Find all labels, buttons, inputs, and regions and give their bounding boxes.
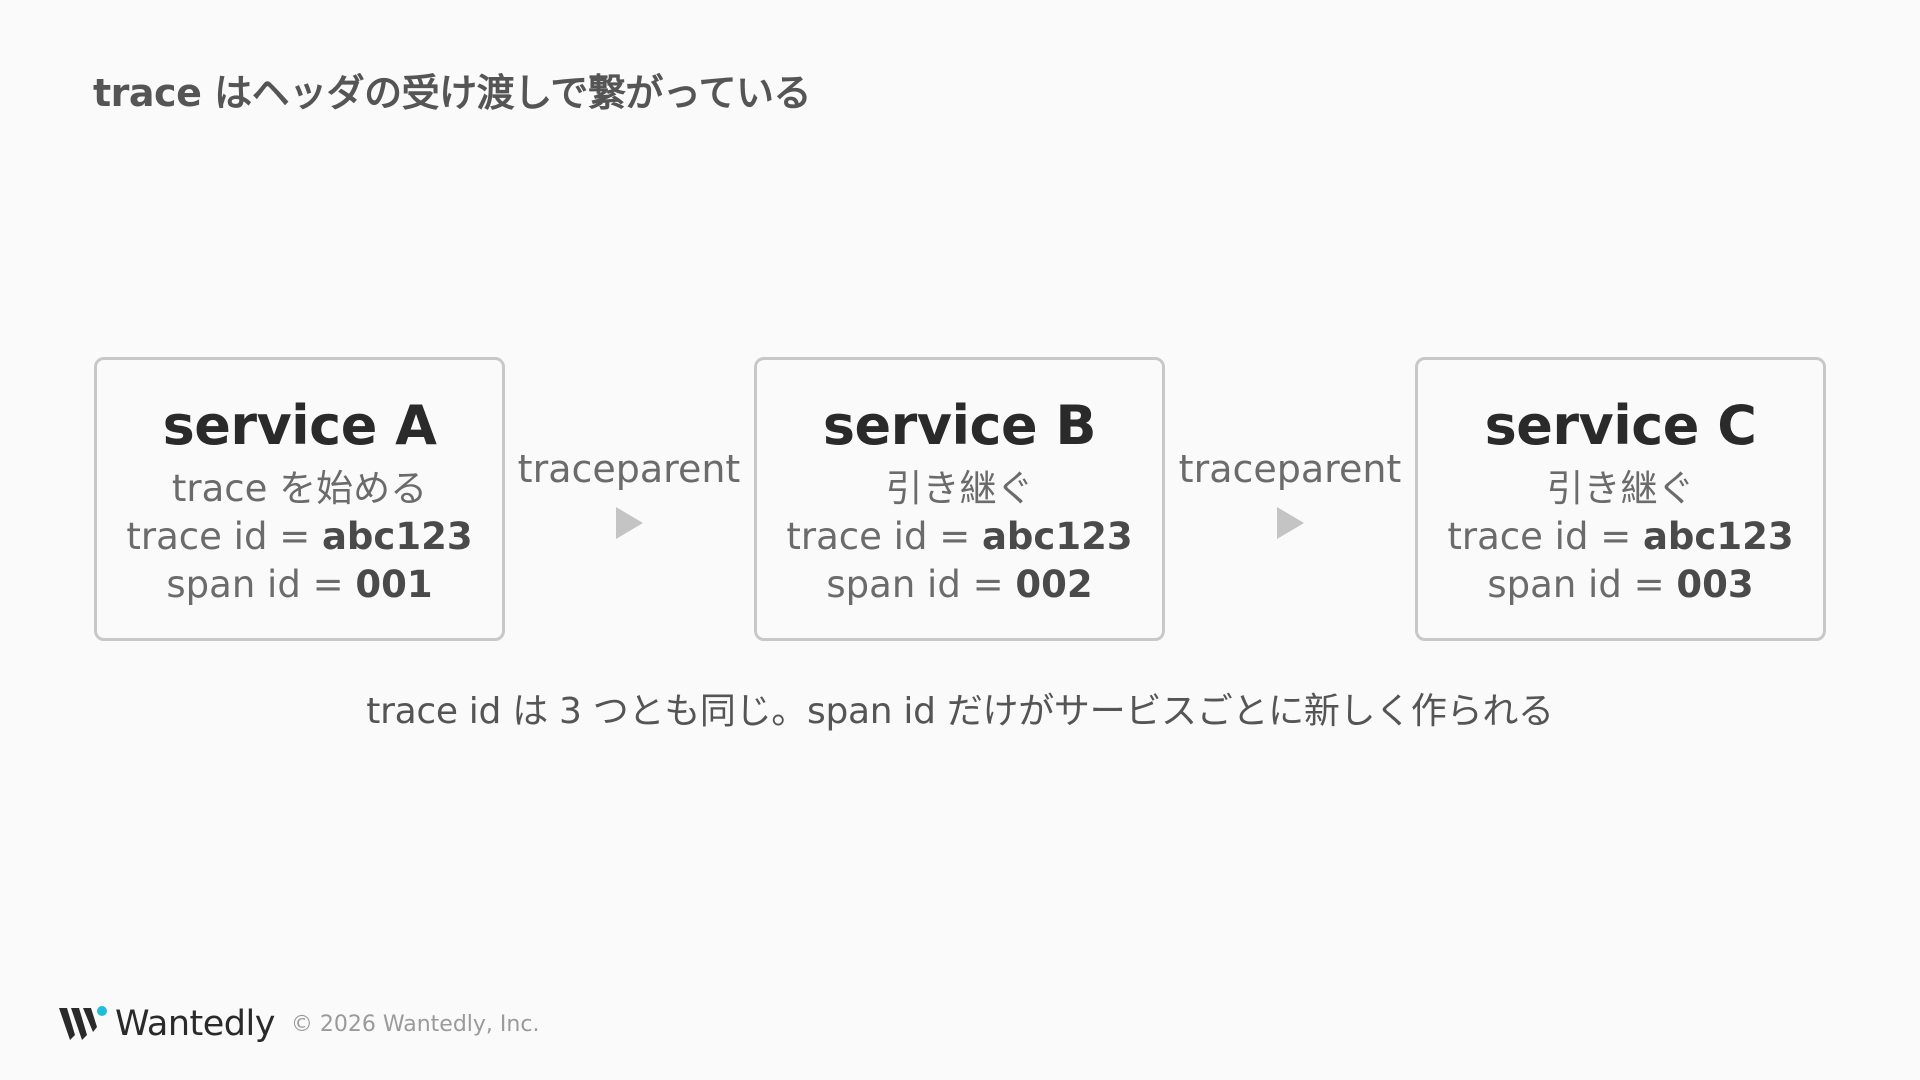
span-id-label: span id =	[1487, 563, 1677, 606]
span-id-value: 002	[1015, 563, 1093, 606]
connector-b-to-c: traceparent	[1170, 447, 1410, 539]
logo-accent-dot	[97, 1006, 107, 1016]
trace-id-value: abc123	[1642, 515, 1794, 558]
trace-id-line: trace id = abc123	[757, 513, 1162, 561]
service-name: service B	[822, 394, 1097, 457]
copyright: © 2026 Wantedly, Inc.	[290, 1011, 540, 1037]
service-role: trace を始める	[171, 467, 428, 510]
service-b-box: service B 引き継ぐ trace id = abc123 span id…	[754, 357, 1165, 641]
span-id-value: 001	[355, 563, 433, 606]
service-name: service A	[162, 394, 437, 457]
service-c-box: service C 引き継ぐ trace id = abc123 span id…	[1415, 357, 1826, 641]
service-role: 引き継ぐ	[885, 467, 1034, 510]
span-id-line: span id = 002	[757, 561, 1162, 609]
slide-title: trace はヘッダの受け渡しで繋がっている	[93, 71, 812, 115]
trace-id-line: trace id = abc123	[97, 513, 502, 561]
span-id-line: span id = 003	[1418, 561, 1823, 609]
connector-label: traceparent	[1178, 447, 1402, 491]
logo-text: Wantedly	[115, 1004, 275, 1044]
arrow-right-icon	[1276, 507, 1304, 539]
trace-id-label: trace id =	[126, 515, 322, 558]
trace-id-value: abc123	[981, 515, 1133, 558]
arrow-right-icon	[615, 507, 643, 539]
service-role: 引き継ぐ	[1546, 467, 1695, 510]
trace-id-line: trace id = abc123	[1418, 513, 1823, 561]
trace-id-value: abc123	[321, 515, 473, 558]
trace-id-label: trace id =	[1447, 515, 1643, 558]
service-a-box: service A trace を始める trace id = abc123 s…	[94, 357, 505, 641]
span-id-label: span id =	[826, 563, 1016, 606]
connector-a-to-b: traceparent	[509, 447, 749, 539]
span-id-line: span id = 001	[97, 561, 502, 609]
service-name: service C	[1484, 394, 1757, 457]
span-id-value: 003	[1676, 563, 1754, 606]
footer: Wantedly © 2026 Wantedly, Inc.	[57, 1004, 539, 1044]
wantedly-logo-icon	[59, 1006, 107, 1040]
span-id-label: span id =	[166, 563, 356, 606]
trace-id-label: trace id =	[786, 515, 982, 558]
connector-label: traceparent	[517, 447, 741, 491]
diagram-caption: trace id は 3 つとも同じ。span id だけがサービスごとに新しく…	[366, 691, 1554, 732]
